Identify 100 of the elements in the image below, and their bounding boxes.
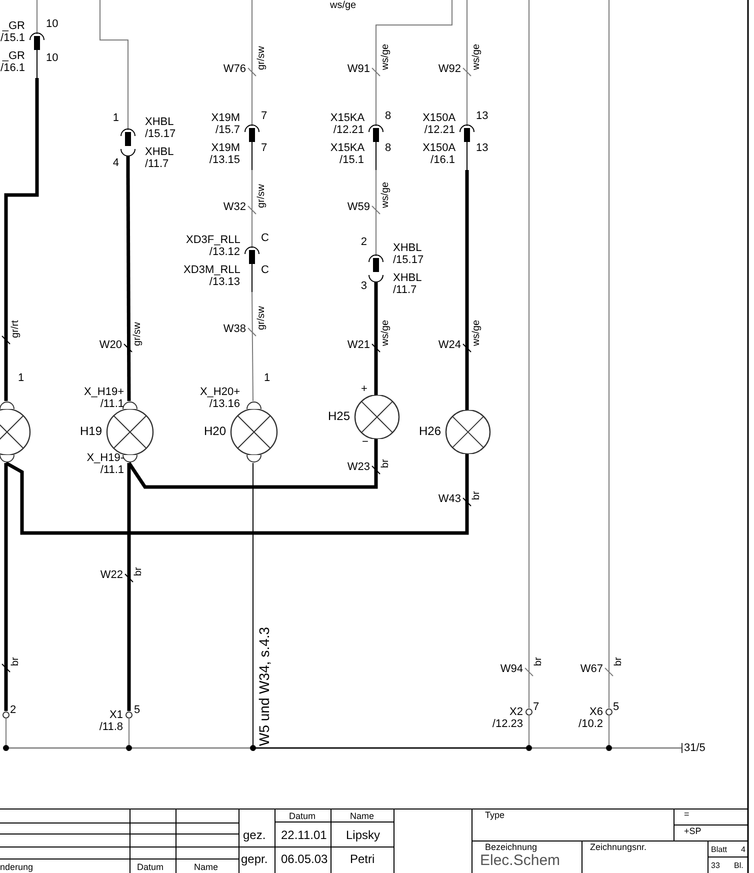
- wire-color-code: gr/sw: [256, 46, 267, 70]
- column-header: nderung: [0, 862, 34, 872]
- wire-color-code: ws/ge: [380, 44, 391, 70]
- wire-color-code: ws/ge: [330, 0, 356, 11]
- table-entry: gez.: [243, 829, 266, 842]
- table-entry: 22.11.01: [281, 829, 327, 842]
- wire-color-code: br: [533, 657, 544, 666]
- sheet-info: Blatt: [711, 845, 728, 854]
- lamp-label: H19: [80, 425, 102, 438]
- wire-label: W67: [580, 663, 603, 675]
- pin-number: 8: [385, 142, 392, 154]
- table-entry: 06.05.03: [281, 853, 328, 866]
- pin-number: 1: [264, 372, 270, 384]
- wire: [466, 0, 468, 112]
- wire-color-code: ws/ge: [471, 320, 482, 346]
- wire: [608, 0, 610, 708]
- pin-number: 8: [385, 110, 392, 122]
- wire-label: W92: [438, 63, 461, 75]
- wire-color-code: br: [133, 567, 144, 576]
- connector-label: X15KA /15.1: [330, 142, 364, 166]
- pin-number: 1: [18, 372, 24, 384]
- table-entry: gepr.: [241, 853, 268, 866]
- pin-number: 3: [360, 280, 367, 292]
- pin-number: 7: [261, 110, 268, 122]
- connector-label: XHBL /11.7: [393, 272, 422, 296]
- wire: [528, 0, 530, 708]
- wire: [36, 0, 38, 20]
- connector-label: X19M /13.15: [209, 142, 240, 166]
- wire: [374, 300, 378, 395]
- pin-number: 2: [360, 236, 367, 248]
- wire-color-code: ws/ge: [380, 320, 391, 346]
- connector-label: _GR /15.1: [0, 20, 25, 44]
- wire: [100, 0, 128, 116]
- wire: [126, 174, 131, 401]
- pin-number: 5: [134, 704, 140, 716]
- column-header: Bezeichnung: [485, 842, 538, 852]
- terminal-label: X1 /11.8: [99, 709, 123, 733]
- wire-label: W76: [223, 63, 246, 75]
- wire-label: W5 und W34, s.4.3: [257, 626, 272, 746]
- pin-number: 5: [613, 701, 620, 713]
- wire-label: W23: [347, 461, 370, 473]
- wire: [376, 0, 452, 112]
- terminal-label: X6 /10.2: [578, 706, 603, 730]
- column-header: Datum: [137, 862, 164, 872]
- wire-color-code: br: [10, 657, 21, 666]
- pin-number: C: [261, 232, 269, 244]
- wire: [252, 292, 254, 402]
- wire: [4, 78, 39, 401]
- drawing-title: Elec.Schem: [480, 853, 560, 869]
- wire-label: W20: [99, 339, 122, 351]
- connector-label: X19M /15.7: [211, 112, 240, 136]
- column-header: Type: [485, 810, 505, 820]
- wire-color-code: br: [471, 491, 482, 500]
- connector-label: X_H20+ /13.16: [200, 386, 240, 410]
- wire: [4, 463, 8, 711]
- connector-label: XD3F_RLL /13.12: [186, 234, 240, 258]
- pin-number: 10: [46, 52, 58, 64]
- wire: [128, 439, 378, 489]
- pin-number: 13: [476, 110, 488, 122]
- connector-label: X150A /16.1: [422, 142, 455, 166]
- wire-color-code: br: [613, 657, 624, 666]
- column-header: Zeichnungsnr.: [590, 842, 647, 852]
- table-entry: Petri: [350, 853, 375, 866]
- wire-color-code: br: [380, 459, 391, 468]
- sheet-info: Bl.: [734, 861, 744, 870]
- lamp-label: H26: [419, 425, 442, 438]
- column-header: +SP: [684, 826, 702, 836]
- wire-label: W32: [223, 201, 246, 213]
- connector-label: XHBL /15.17: [145, 116, 176, 140]
- connector-label: X_H19- /11.1: [86, 452, 124, 476]
- polarity-sign: −: [362, 436, 368, 448]
- connector-label: X15KA /12.21: [330, 112, 364, 136]
- pin-number: 7: [533, 701, 540, 713]
- wire-color-code: gr/rt: [10, 320, 21, 338]
- table-entry: Lipsky: [346, 829, 380, 842]
- lamp-label: H25: [328, 410, 350, 423]
- lamp-label: H20: [204, 425, 226, 438]
- connector-label: X_H19+ /11.1: [84, 386, 124, 410]
- pin-number: C: [261, 264, 269, 276]
- column-header: Name: [350, 811, 374, 821]
- wire-label: W24: [438, 339, 461, 351]
- pin-number: 2: [10, 704, 16, 716]
- wire-label: W59: [347, 201, 370, 213]
- wire: [5, 454, 469, 535]
- wire-label: W43: [438, 493, 461, 505]
- wire-label: W94: [500, 663, 523, 675]
- pin-number: 1: [112, 112, 119, 124]
- wire-label: W38: [223, 323, 246, 335]
- wire-label: W22: [100, 569, 123, 581]
- column-header: Datum: [289, 811, 316, 821]
- wire: [608, 732, 610, 742]
- wire-color-code: ws/ge: [471, 44, 482, 70]
- connector-label: XHBL /15.17: [393, 242, 424, 266]
- pin-number: 7: [261, 142, 268, 154]
- wire: [252, 462, 254, 742]
- connector-label: _GR /16.1: [0, 50, 25, 74]
- connector-label: XD3M_RLL /13.13: [184, 264, 240, 288]
- terminal-label: X2 /12.23: [492, 706, 523, 730]
- sheet-reference: 31/5: [684, 742, 706, 754]
- wire: [128, 734, 130, 742]
